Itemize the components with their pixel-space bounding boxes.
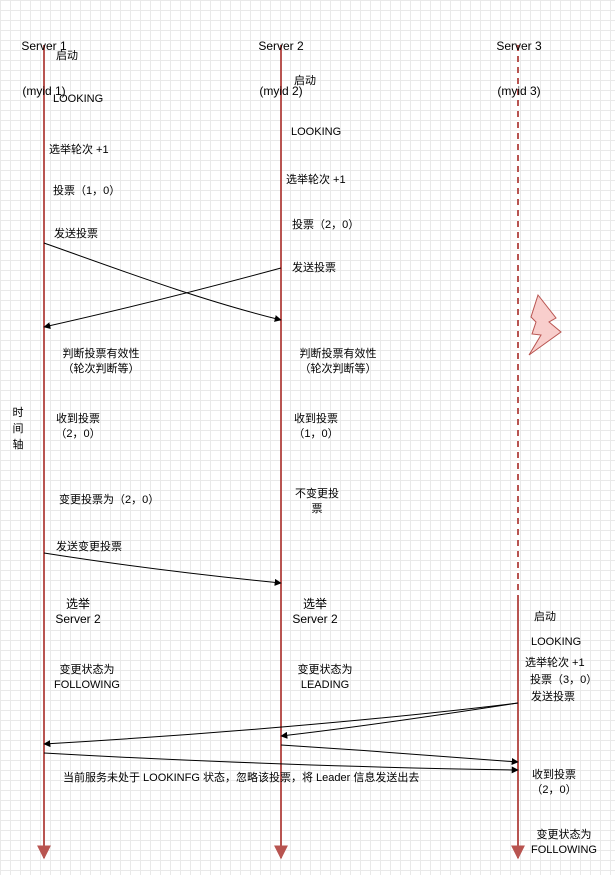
- server3-myid: (myid 3): [497, 84, 541, 98]
- s3-looking: LOOKING: [531, 636, 582, 648]
- s1-received: 收到投票 （2，0）: [55, 413, 101, 440]
- s1-start: 启动: [56, 50, 78, 62]
- s2-received: 收到投票 （1，0）: [293, 413, 339, 440]
- s1-vote: 投票（1，0）: [53, 185, 121, 197]
- server1-header: Server 1 (myid 1): [14, 9, 74, 114]
- s3-start: 启动: [534, 611, 556, 623]
- server2-header: Server 2 (myid 2): [251, 9, 311, 114]
- s2-elect: 选举 Server 2: [292, 597, 338, 626]
- server3-name: Server 3: [496, 39, 542, 53]
- s3-vote: 投票（3，0）: [530, 674, 598, 686]
- s1-looking: LOOKING: [53, 93, 104, 105]
- s3-received: 收到投票 （2，0）: [531, 769, 577, 796]
- s3-round: 选举轮次 +1: [525, 657, 585, 669]
- s2-state: 变更状态为 LEADING: [297, 664, 353, 691]
- arrow-s1-reply-to-s3: [43, 752, 519, 774]
- s2-start: 启动: [294, 75, 316, 87]
- s2-vote: 投票（2，0）: [292, 219, 360, 231]
- arrow-s1-changed-vote-to-s2: [43, 552, 282, 586]
- s1-round: 选举轮次 +1: [49, 144, 109, 156]
- s3-state: 变更状态为 FOLLOWING: [530, 829, 597, 856]
- s2-validate: 判断投票有效性 （轮次判断等）: [299, 348, 377, 375]
- s2-looking: LOOKING: [291, 126, 342, 138]
- server2-myid: (myid 2): [259, 84, 303, 98]
- s1-send-change: 发送变更投票: [56, 541, 122, 553]
- s1-validate: 判断投票有效性 （轮次判断等）: [62, 348, 140, 375]
- lightning-bolt-icon: [528, 293, 562, 356]
- s3-send-vote: 发送投票: [531, 691, 575, 703]
- server1-myid: (myid 1): [22, 84, 66, 98]
- time-axis-label: 时 间 轴: [12, 407, 24, 451]
- arrow-s2-reply-to-s3: [280, 744, 519, 766]
- s2-no-change: 不变更投 票: [295, 488, 339, 515]
- ignore-vote-note: 当前服务未处于 LOOKINFG 状态，忽略该投票，将 Leader 信息发送出…: [63, 772, 420, 784]
- s2-send-vote: 发送投票: [292, 262, 336, 274]
- s1-elect: 选举 Server 2: [55, 597, 101, 626]
- s1-state: 变更状态为 FOLLOWING: [53, 664, 120, 691]
- arrow-s3-vote-to-s2: [280, 702, 519, 739]
- server3-header: Server 3 (myid 3): [489, 9, 549, 114]
- arrow-s2-vote-to-s1: [43, 267, 282, 330]
- server2-name: Server 2: [258, 39, 304, 53]
- s1-change-vote: 变更投票为（2，0）: [59, 494, 160, 506]
- arrow-s3-vote-to-s1: [43, 702, 519, 748]
- server1-name: Server 1: [21, 39, 67, 53]
- s2-round: 选举轮次 +1: [286, 174, 346, 186]
- s1-send-vote: 发送投票: [54, 228, 98, 240]
- arrow-s1-vote-to-s2: [43, 242, 282, 322]
